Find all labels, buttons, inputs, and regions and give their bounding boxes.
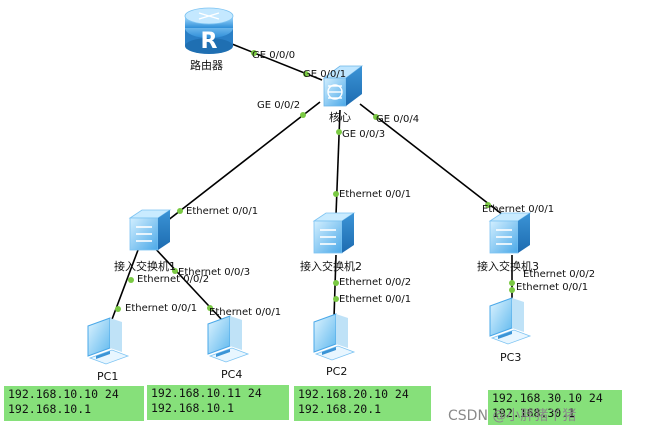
ip-note-pc3: 192.168.30.10 24 192.168.30.1 <box>488 390 622 425</box>
port-label: GE 0/0/2 <box>257 100 301 111</box>
sw3-label: 接入交换机3 <box>477 260 539 273</box>
link-core-sw2 <box>335 109 341 216</box>
port-dot <box>128 277 134 283</box>
port-label: GE 0/0/1 <box>303 69 347 80</box>
port-dot <box>509 280 515 286</box>
router-icon[interactable]: R <box>184 7 234 54</box>
pc-icon[interactable] <box>313 313 356 361</box>
port-label: Ethernet 0/0/2 <box>523 269 596 280</box>
port-label: Ethernet 0/0/1 <box>482 204 555 215</box>
pc-icon[interactable] <box>87 317 130 365</box>
pc2-label: PC2 <box>326 365 348 378</box>
ip-address: 192.168.10.11 24 <box>151 386 262 400</box>
port-label: Ethernet 0/0/1 <box>209 307 282 318</box>
port-label: Ethernet 0/0/1 <box>339 189 412 200</box>
port-label: Ethernet 0/0/1 <box>339 294 412 305</box>
port-dot <box>336 129 342 135</box>
port-dot <box>509 287 515 293</box>
ip-note-pc4: 192.168.10.11 24 192.168.10.1 <box>147 385 289 420</box>
port-dot <box>303 71 309 77</box>
ip-gateway: 192.168.30.1 <box>492 406 576 420</box>
ip-address: 192.168.20.10 24 <box>298 387 409 401</box>
link-core-sw1 <box>157 101 321 229</box>
ip-note-pc1: 192.168.10.10 24 192.168.10.1 <box>4 386 144 421</box>
port-dot <box>177 208 183 214</box>
port-dots <box>115 50 515 312</box>
port-dot <box>485 202 491 208</box>
port-label: Ethernet 0/0/3 <box>178 267 251 278</box>
port-label: Ethernet 0/0/2 <box>339 277 412 288</box>
port-dot <box>115 306 121 312</box>
port-dot <box>300 112 306 118</box>
pc4-label: PC4 <box>221 368 243 381</box>
port-dot <box>333 296 339 302</box>
port-dot <box>172 268 178 274</box>
port-label: Ethernet 0/0/2 <box>137 274 210 285</box>
port-dot <box>373 114 379 120</box>
ip-note-pc2: 192.168.20.10 24 192.168.20.1 <box>294 386 431 421</box>
ip-address: 192.168.10.10 24 <box>8 387 119 401</box>
link-sw2-pc2 <box>333 254 337 319</box>
port-label: Ethernet 0/0/1 <box>125 303 198 314</box>
switch-icon[interactable] <box>128 209 172 251</box>
port-dot <box>251 50 257 56</box>
pc3-label: PC3 <box>500 351 522 364</box>
ip-gateway: 192.168.10.1 <box>8 402 92 416</box>
switch-icon[interactable] <box>312 212 356 254</box>
port-dot <box>333 191 339 197</box>
links <box>107 43 513 331</box>
link-sw1-pc1 <box>107 249 139 331</box>
sw1-label: 接入交换机1 <box>114 260 176 273</box>
ip-address: 192.168.30.10 24 <box>492 391 603 405</box>
port-dot <box>333 280 339 286</box>
svg-text:R: R <box>201 29 218 54</box>
port-dot <box>207 305 213 311</box>
pc1-label: PC1 <box>97 370 119 383</box>
ip-gateway: 192.168.20.1 <box>298 402 382 416</box>
l3-switch-icon[interactable] <box>322 65 364 107</box>
switch-icon[interactable] <box>488 212 532 254</box>
port-label: Ethernet 0/0/1 <box>186 206 259 217</box>
port-label: GE 0/0/3 <box>342 129 386 140</box>
router-label: 路由器 <box>190 59 223 72</box>
port-label: GE 0/0/4 <box>376 114 420 125</box>
sw2-label: 接入交换机2 <box>300 260 362 273</box>
pc-icon[interactable] <box>207 315 250 363</box>
watermark: CSDN @小胖猪丫猪 <box>448 408 577 424</box>
core-label: 核心 <box>329 111 351 124</box>
port-label: GE 0/0/0 <box>252 50 296 61</box>
ip-gateway: 192.168.10.1 <box>151 401 235 415</box>
port-label: Ethernet 0/0/1 <box>516 282 589 293</box>
pc-icon[interactable] <box>489 297 532 345</box>
